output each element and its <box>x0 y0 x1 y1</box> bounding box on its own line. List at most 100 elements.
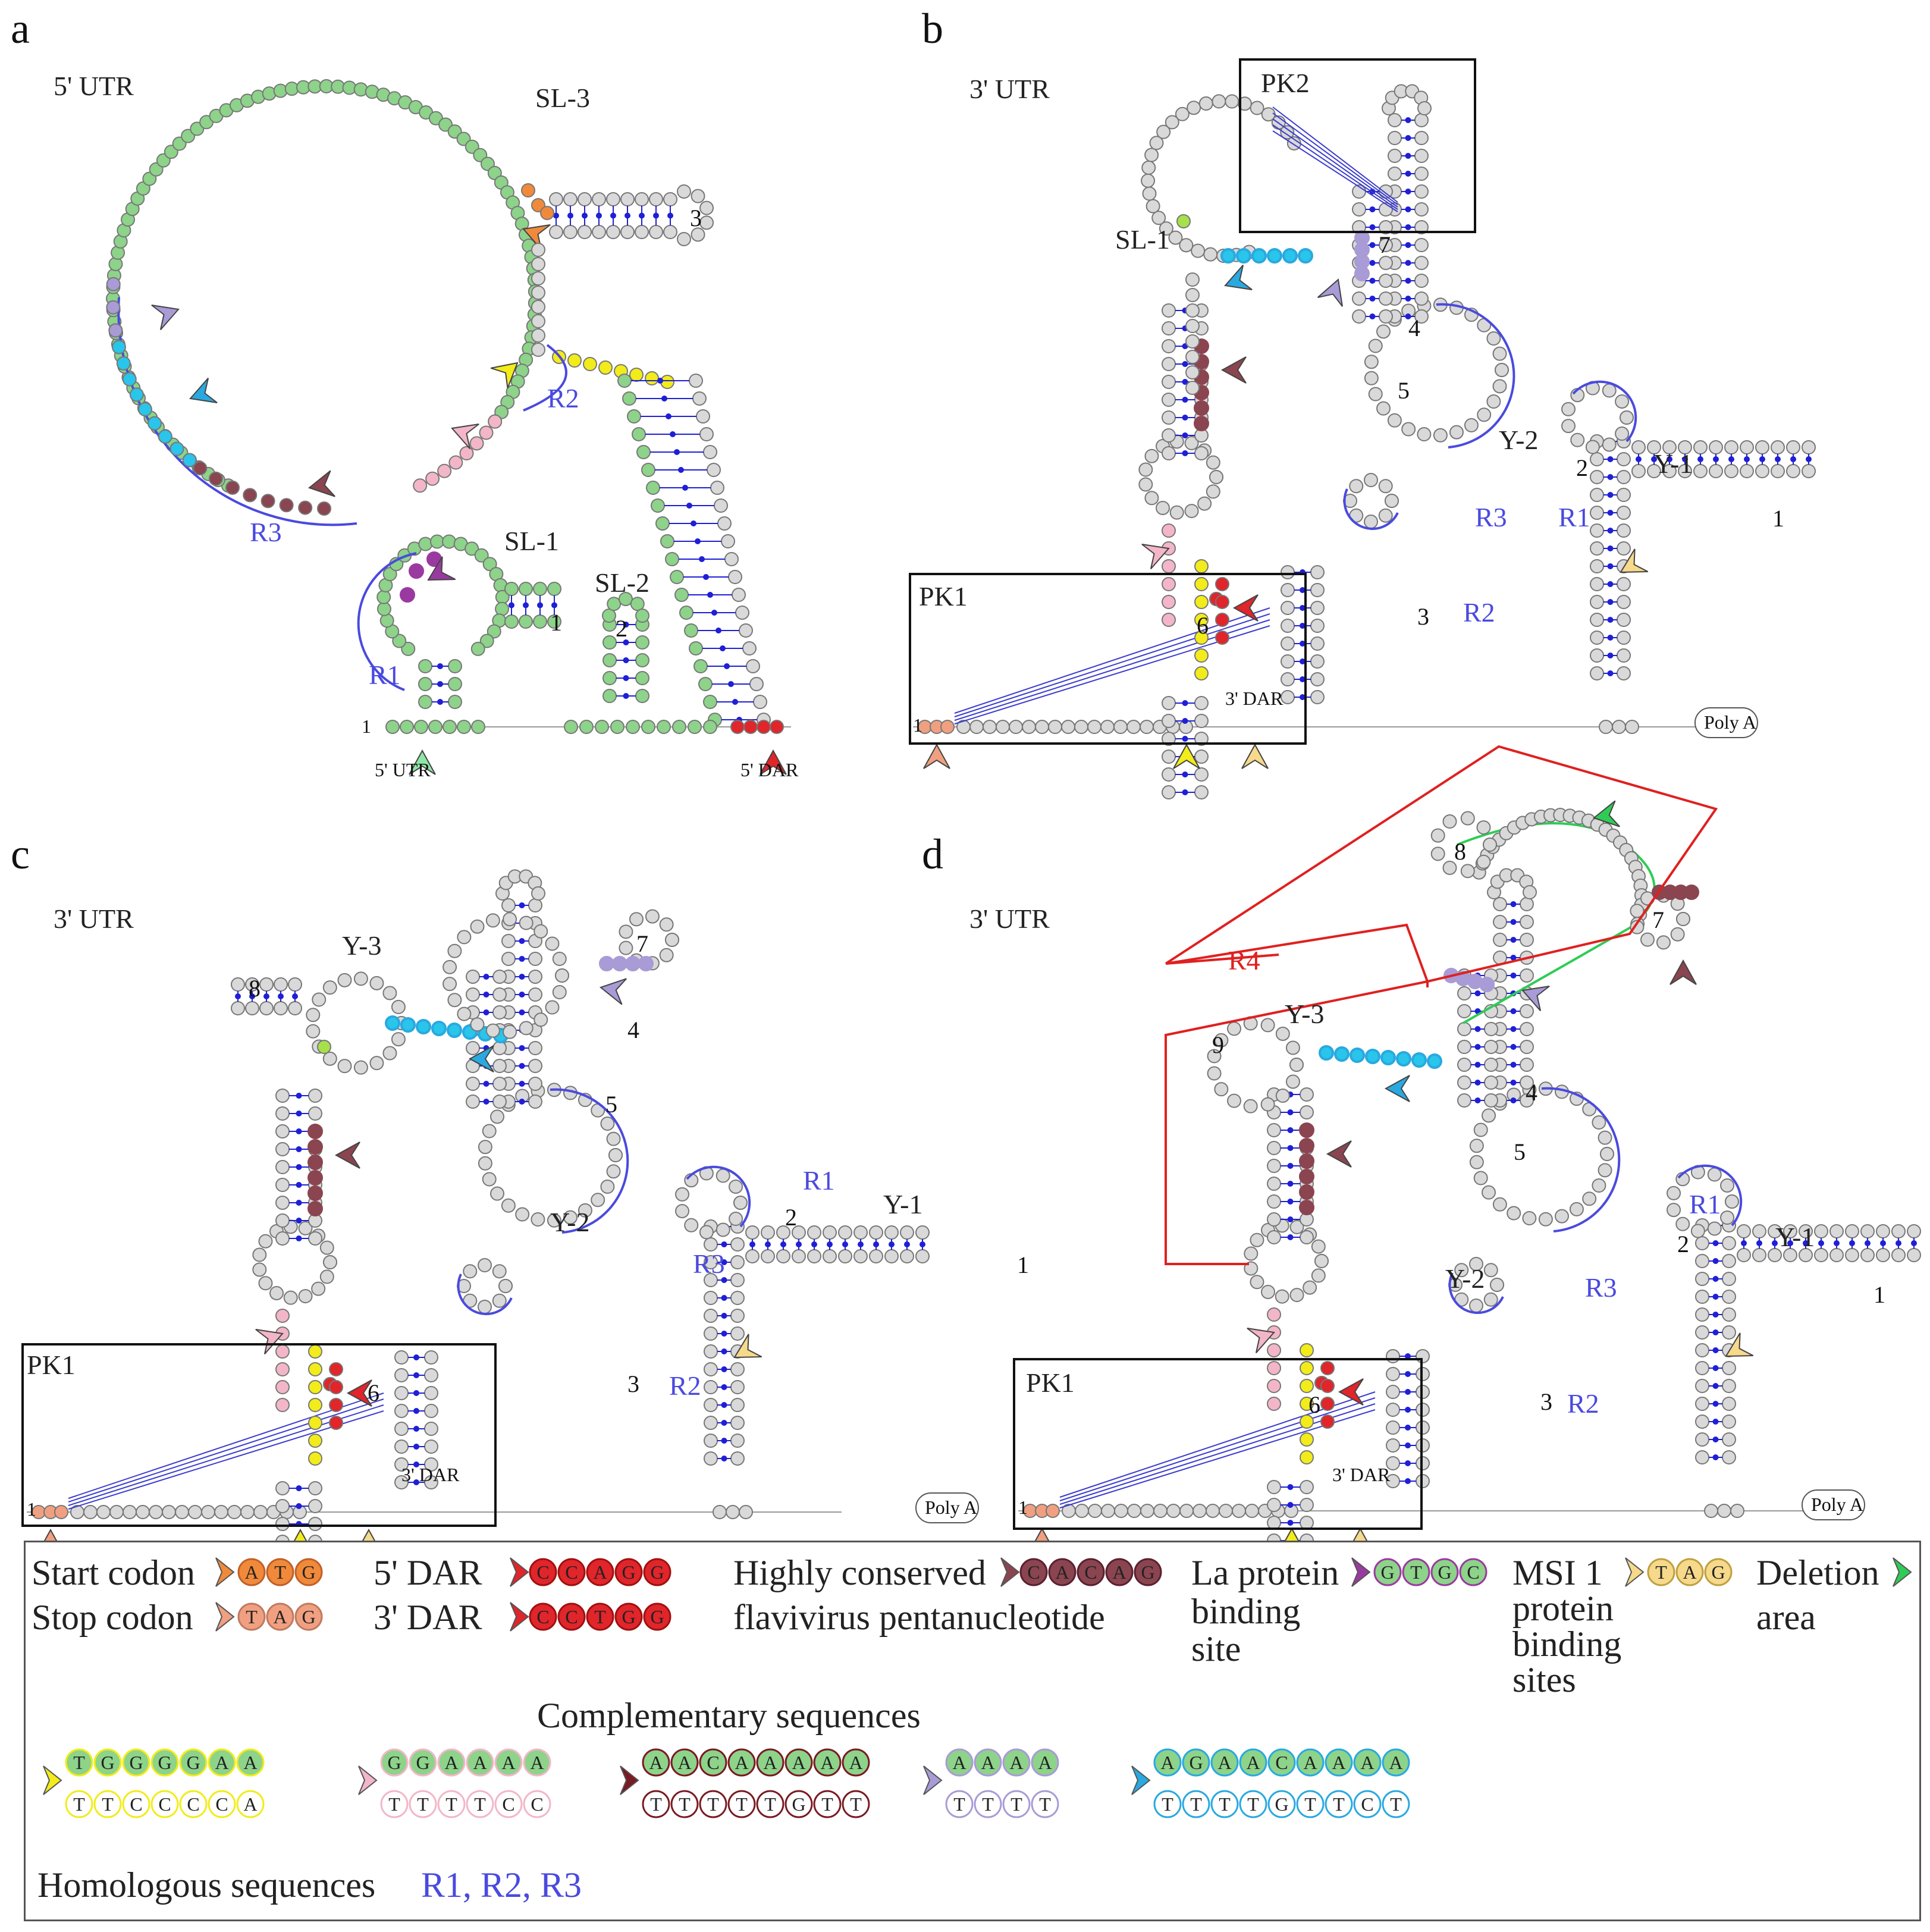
d-r2-label: R2 <box>1567 1388 1599 1419</box>
main-stem-nt <box>275 1499 290 1513</box>
legend-stop-letter: T <box>246 1606 258 1627</box>
d-loop-2: 2 <box>1677 1231 1689 1257</box>
c-cyan-nt <box>400 1017 416 1033</box>
sl2-stem-nt <box>602 689 617 703</box>
y1-stem-nt <box>730 1237 745 1252</box>
right-stem-nt <box>394 1439 409 1454</box>
base-pair-dot <box>1182 789 1188 795</box>
base-pair-dot <box>1182 700 1188 706</box>
legend-pair-bottom-letter: T <box>388 1793 400 1815</box>
base-pair-dot <box>1607 545 1614 551</box>
a-lilac-nt <box>106 300 121 315</box>
y2-loop-nt <box>1507 1206 1521 1221</box>
upper-stem-nt <box>1267 1123 1281 1137</box>
base-pair-dot <box>1712 1294 1719 1300</box>
legend-la-2: binding <box>1191 1592 1301 1631</box>
pk-line <box>68 1398 384 1503</box>
y1-stem-nt <box>704 1291 718 1305</box>
right-stem-nt <box>1281 619 1295 633</box>
long-stem-nt <box>714 498 728 513</box>
a-cyan-nt <box>129 387 144 402</box>
y2-arm2-nt <box>1484 1075 1498 1090</box>
a-cyan-nt <box>111 340 126 355</box>
base-pair-dot <box>661 396 667 402</box>
y1-stem-nt <box>730 1326 745 1341</box>
legend-pair-top-nt <box>1031 1748 1059 1777</box>
sl1-loop-nt <box>482 557 497 572</box>
y2-arm-nt <box>1414 167 1429 181</box>
upper-stem-nt <box>1267 1159 1281 1173</box>
legend-3dar-nt <box>529 1602 557 1631</box>
y1-arm-nt <box>761 1225 775 1240</box>
legend-penta-arrow <box>1000 1557 1020 1587</box>
c-y3-loop-nt <box>369 1056 384 1071</box>
base-pair-dot <box>537 602 543 609</box>
y1-loop-nt <box>1707 1167 1722 1182</box>
legend-pair-arrow <box>620 1765 639 1795</box>
internal-loop-nt <box>1144 448 1159 463</box>
base-pair-dot <box>483 974 489 980</box>
c-y3-loop-nt <box>312 992 327 1007</box>
y1-arm-nt <box>1876 1248 1890 1262</box>
legend-pair-top-letter: A <box>1217 1752 1231 1773</box>
a-r1-label: R1 <box>369 660 401 690</box>
c-y3-loop-nt <box>369 976 384 990</box>
a-loop-2: 2 <box>616 615 627 642</box>
a-r2-outline <box>523 344 567 412</box>
c-y3-loop-nt <box>337 1059 352 1074</box>
legend-pair-bottom-nt <box>1031 1790 1059 1818</box>
base-pair-dot <box>1405 135 1411 141</box>
a-pink-nt <box>488 414 503 429</box>
a-cyan-arrow <box>189 377 218 403</box>
base-pair-dot <box>623 657 629 663</box>
legend-pair-bottom-letter: T <box>1219 1793 1231 1815</box>
c-dar-label: 3' DAR <box>401 1464 460 1485</box>
base-pair-dot <box>1834 1240 1840 1246</box>
base-pair-dot <box>1182 379 1188 385</box>
c-y3-label: Y-3 <box>342 930 381 961</box>
y2-loop3-nt <box>498 1279 513 1293</box>
b-start-index: 1 <box>913 714 922 736</box>
legend-pair-top-nt <box>236 1748 265 1777</box>
b-sl1-label: SL-1 <box>1115 224 1170 255</box>
d-y3-loop-nt <box>1260 1097 1275 1112</box>
base-pair-dot <box>519 974 525 980</box>
y2-loop-nt <box>1364 371 1379 385</box>
legend-pair-bottom-nt <box>65 1790 93 1818</box>
base-pair-dot <box>749 1241 755 1247</box>
y1-stem-nt <box>704 1362 718 1376</box>
base-pair-dot <box>1369 206 1376 212</box>
legend-pair-bottom-nt <box>1325 1790 1353 1818</box>
long-stem-nt <box>746 659 760 673</box>
base-pair-dot <box>1712 1347 1719 1353</box>
d-y1-label: Y-1 <box>1775 1222 1815 1252</box>
base-pair-dot <box>1287 1520 1294 1526</box>
sl1-stem-nt <box>533 582 547 596</box>
y2-loop-nt <box>1364 355 1379 369</box>
y1-stem-nt <box>1590 506 1604 520</box>
upper-stem-nt <box>275 1196 290 1210</box>
right-stem-nt <box>1310 654 1325 669</box>
base-pair-dot <box>1474 990 1481 996</box>
legend-pair-bottom-letter: G <box>1275 1793 1288 1815</box>
a-baseline-nt <box>471 720 485 734</box>
y2-loop-nt <box>1582 1191 1597 1206</box>
y2-loop-nt <box>1495 363 1509 377</box>
y2-loop-nt <box>606 1131 621 1146</box>
y1-stem-nt <box>1590 613 1604 627</box>
d-lilac-arrow <box>1521 986 1550 1012</box>
y2-arm-nt <box>1388 167 1402 181</box>
y1-arm-nt <box>1802 464 1816 478</box>
legend-pair-bottom-letter: T <box>73 1793 85 1815</box>
d-penta-nt <box>1684 885 1699 900</box>
linker-nt <box>531 343 545 357</box>
right-stem-nt <box>424 1439 438 1454</box>
base-pair-dot <box>1287 1199 1294 1205</box>
a-baseline-nt <box>610 720 624 734</box>
sl2-loop-nt <box>602 609 616 623</box>
c-loop-nt <box>447 943 462 958</box>
baseline-nt <box>1192 1504 1207 1518</box>
y1-stem-nt <box>730 1398 745 1412</box>
3dar-nt <box>329 1398 343 1412</box>
start-codon-nt <box>521 183 535 197</box>
